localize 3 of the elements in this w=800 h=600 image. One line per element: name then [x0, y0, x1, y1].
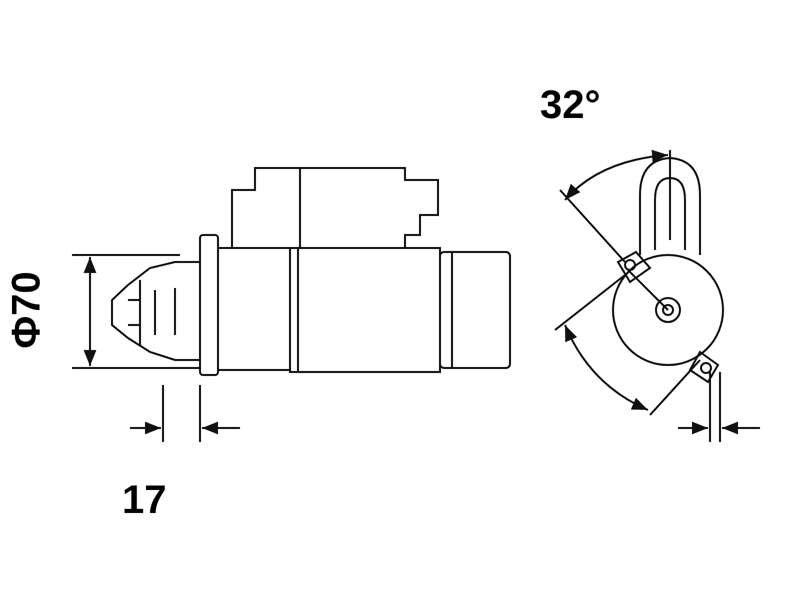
dimension-label: 17	[122, 480, 166, 520]
diameter-label: Φ70	[6, 271, 47, 349]
angle-label: 32°	[540, 85, 600, 125]
